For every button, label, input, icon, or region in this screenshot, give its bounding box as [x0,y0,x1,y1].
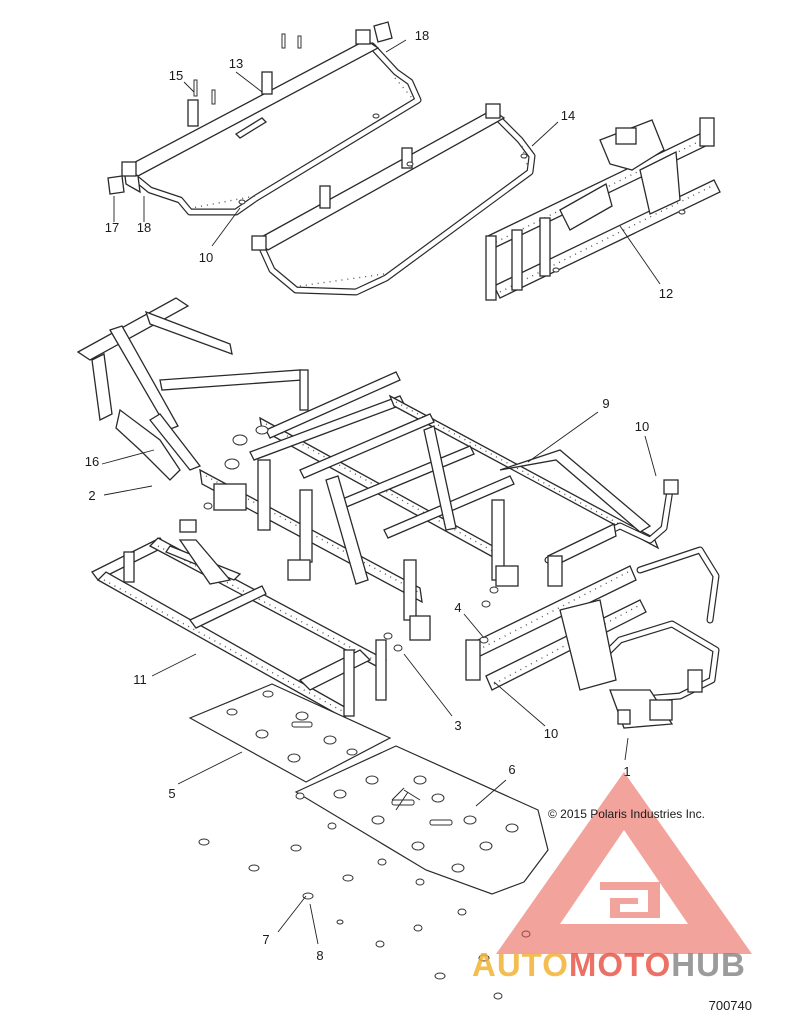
rear-tube-10 [544,479,679,587]
skid-plate-6 [294,745,549,895]
callout-16: 16 [85,454,99,469]
callout-2: 2 [88,488,95,503]
callout-15: 15 [169,68,183,83]
floor-frame-11 [91,537,387,719]
rear-frame-12 [485,117,721,301]
watermark-brand-moto: MOTO [569,946,671,983]
callout-17: 17 [105,220,119,235]
callout-10-top: 10 [199,250,213,265]
leader-lines [101,39,661,945]
callout-1: 1 [623,764,630,779]
callout-18-top: 18 [415,28,429,43]
callout-12: 12 [659,286,673,301]
watermark-brand-auto: AUTO [472,946,569,983]
automotohub-watermark: AUTOMOTOHUB [472,772,752,983]
callout-6: 6 [508,762,515,777]
callout-13: 13 [229,56,243,71]
callout-9: 9 [602,396,609,411]
svg-text:AUTOMOTOHUB: AUTOMOTOHUB [472,946,746,983]
callout-8: 8 [316,948,323,963]
fasteners [193,33,686,1000]
callout-18-bottom: 18 [137,220,151,235]
callout-4: 4 [454,600,461,615]
callout-14: 14 [561,108,575,123]
bench-frame-13 [107,21,422,216]
watermark-inner-mark-icon [600,882,660,918]
copyright-notice: © 2015 Polaris Industries Inc. [548,807,705,821]
skid-plate-5 [188,683,392,783]
callout-11: 11 [133,672,147,687]
callout-3: 3 [454,718,461,733]
bench-frame-14 [251,103,536,296]
watermark-triangle-icon [496,772,752,954]
main-frame-2 [76,297,660,641]
rear-subframe-1 [465,546,720,729]
callout-10-bottom: 10 [544,726,558,741]
callout-5: 5 [168,786,175,801]
diagram-part-number: 700740 [709,998,752,1013]
callout-7: 7 [262,932,269,947]
watermark-brand-hub: HUB [671,946,746,983]
callouts: 1 2 3 4 5 6 7 8 9 10 10 10 11 12 13 14 1… [85,28,673,963]
callout-10-right: 10 [635,419,649,434]
